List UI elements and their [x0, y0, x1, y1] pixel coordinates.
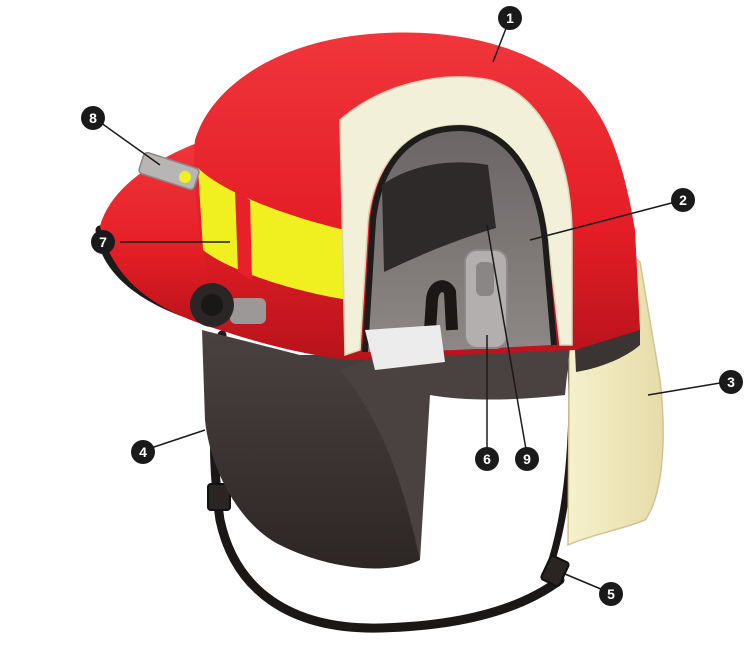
callout-3: 3 — [719, 370, 743, 394]
callout-8-label: 8 — [89, 110, 97, 126]
callout-4: 4 — [131, 440, 155, 464]
sweatband-pad — [365, 325, 445, 370]
callout-2-label: 2 — [679, 192, 687, 208]
callout-4-label: 4 — [139, 444, 147, 460]
callout-9-label: 9 — [523, 451, 531, 467]
callout-7: 7 — [91, 230, 115, 254]
callout-6: 6 — [475, 447, 499, 471]
ratchet-knob-slot — [476, 262, 494, 296]
callout-3-label: 3 — [727, 374, 735, 390]
callout-5-label: 5 — [607, 586, 615, 602]
callout-1-label: 1 — [506, 10, 514, 26]
callout-8: 8 — [81, 106, 105, 130]
callout-2: 2 — [671, 188, 695, 212]
callout-6-label: 6 — [483, 451, 491, 467]
strap-adjuster — [540, 555, 569, 587]
callout-5: 5 — [599, 582, 623, 606]
callout-9: 9 — [515, 447, 539, 471]
callout-1: 1 — [498, 6, 522, 30]
callout-7-label: 7 — [99, 234, 107, 250]
